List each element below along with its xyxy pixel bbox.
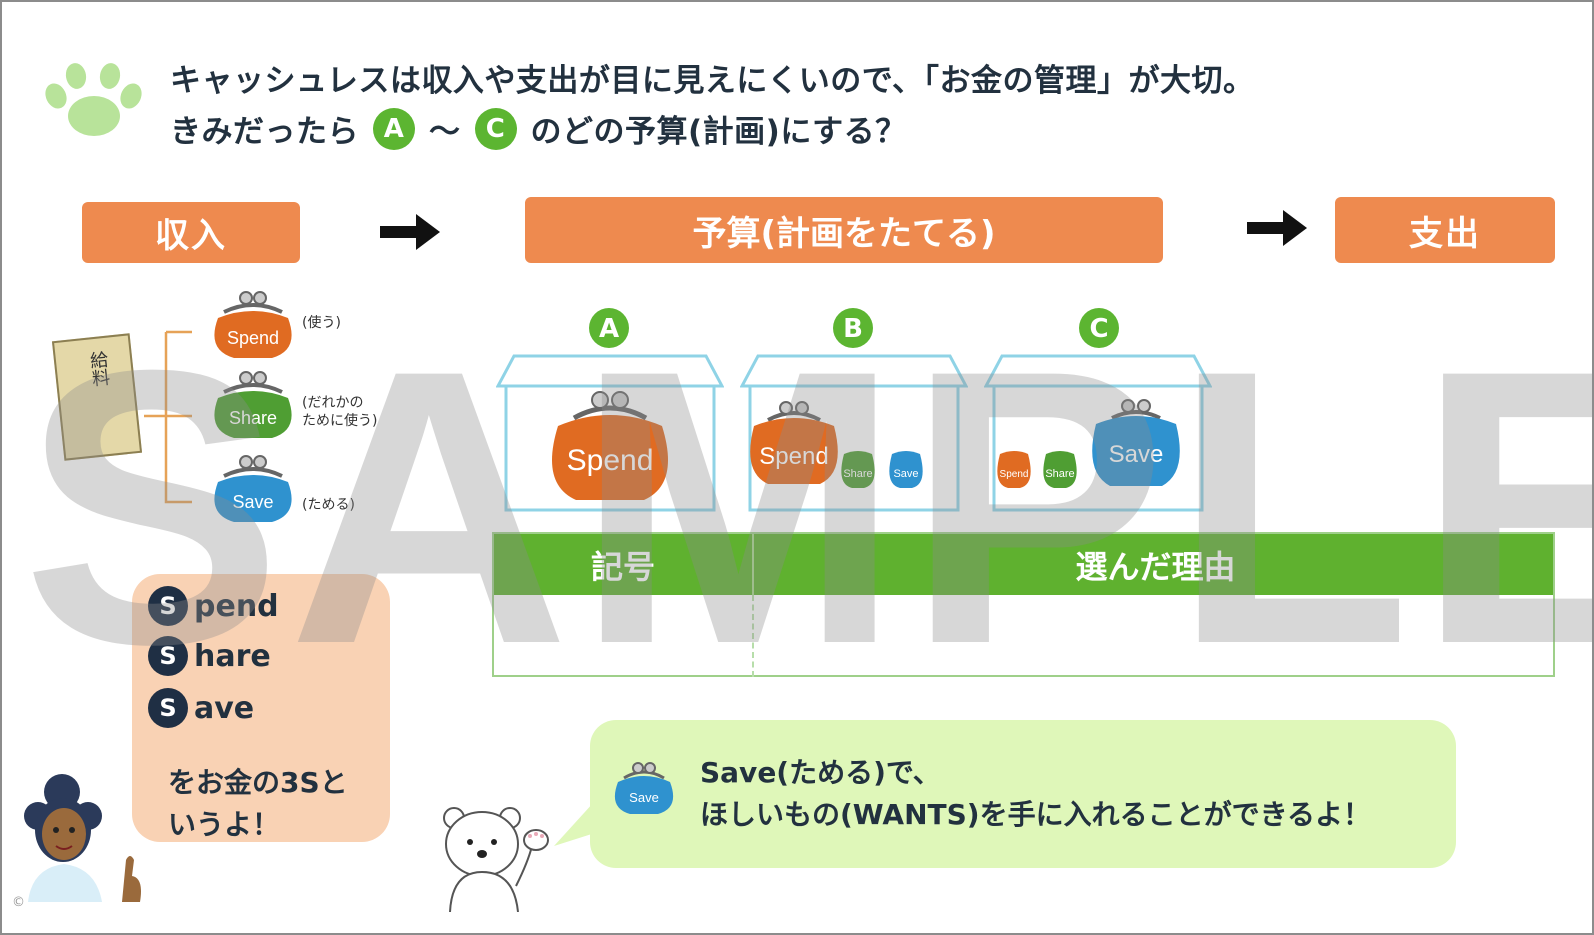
svg-text:Share: Share xyxy=(229,408,277,428)
save-note: (ためる) xyxy=(302,497,355,513)
svg-text:Save: Save xyxy=(1109,441,1164,468)
income-box: 収入 xyxy=(82,202,300,263)
s-badge: S xyxy=(148,636,188,676)
salary-envelope: 給料 xyxy=(51,333,143,461)
question-suffix: のどの予算(計画)にする？ xyxy=(530,114,907,150)
answer-table: 記号 選んだ理由 xyxy=(492,532,1555,677)
house-a: Spend xyxy=(496,354,724,512)
paw-icon xyxy=(45,63,142,136)
girl-illustration xyxy=(24,774,141,902)
question-line-1: キャッシュレスは収入や支出が目に見えにくいので、「お金の管理」が大切。 xyxy=(170,63,1255,99)
option-b-icon: B xyxy=(833,308,873,348)
spend-purse-icon: Spend xyxy=(214,291,292,358)
speech-tail xyxy=(554,802,598,846)
answer-symbol-cell[interactable] xyxy=(494,595,752,677)
share-purse-icon: Share xyxy=(214,371,292,438)
svg-text:B: B xyxy=(843,314,863,344)
three-s-caption-line1: をお金の3Sと xyxy=(168,766,348,799)
polar-bear-illustration xyxy=(443,807,549,912)
option-a-badge: A xyxy=(373,107,415,150)
save-message-line1: Save(ためる)で、 xyxy=(700,756,941,789)
question-prefix: きみだったら xyxy=(170,114,359,150)
answer-symbol-header: 記号 xyxy=(590,547,655,586)
three-s-row-save: S ave xyxy=(148,688,254,728)
svg-text:Share: Share xyxy=(1045,468,1074,480)
copyright-mark: © xyxy=(12,895,25,910)
save-purse-icon: Save xyxy=(614,762,674,814)
option-a-icon: A xyxy=(589,308,629,348)
salary-label: 給料 xyxy=(86,349,111,388)
arrow-right-icon xyxy=(380,214,440,250)
spending-box: 支出 xyxy=(1335,197,1555,263)
question-tilde: 〜 xyxy=(429,114,461,150)
option-c-icon: C xyxy=(1079,308,1119,348)
s-badge: S xyxy=(148,688,188,728)
three-s-caption-line2: いうよ！ xyxy=(168,808,281,841)
house-c: Spend Share Save xyxy=(984,354,1212,512)
svg-text:Spend: Spend xyxy=(759,443,828,470)
save-message-text: Save(ためる)で、 ほしいもの(WANTS)を手に入れることができるよ！ xyxy=(700,752,1371,836)
save-message-line2: ほしいもの(WANTS)を手に入れることができるよ！ xyxy=(700,798,1372,831)
answer-reason-header: 選んだ理由 xyxy=(752,534,1557,595)
three-s-row-share: S hare xyxy=(148,636,271,676)
answer-reason-cell[interactable] xyxy=(752,595,1555,677)
svg-text:Save: Save xyxy=(893,468,918,480)
share-note: (だれかの ために使う) xyxy=(302,395,378,429)
spend-note: (使う) xyxy=(302,315,341,331)
answer-table-header: 記号 選んだ理由 xyxy=(494,534,1553,595)
s-badge: S xyxy=(148,586,188,626)
three-s-caption: をお金の3Sと いうよ！ xyxy=(168,762,348,846)
svg-text:Save: Save xyxy=(232,492,273,512)
arrow-right-icon xyxy=(1247,210,1307,246)
svg-text:Spend: Spend xyxy=(1000,469,1029,480)
three-s-word-share: hare xyxy=(194,638,271,674)
save-message-bubble: Save Save(ためる)で、 ほしいもの(WANTS)を手に入れることができ… xyxy=(590,720,1456,868)
svg-text:A: A xyxy=(599,314,619,344)
budget-box: 予算(計画をたてる) xyxy=(525,197,1163,263)
option-c-badge: C xyxy=(474,107,517,150)
three-s-row-spend: S pend xyxy=(148,586,279,626)
three-s-word-spend: pend xyxy=(194,588,279,624)
svg-text:Spend: Spend xyxy=(227,328,279,348)
three-s-bubble: S pend S hare S ave をお金の3Sと いうよ！ xyxy=(132,574,390,842)
svg-text:C: C xyxy=(1089,314,1108,344)
save-purse-label: Save xyxy=(629,790,659,805)
house-b: Spend Share Save xyxy=(740,354,968,512)
three-s-word-save: ave xyxy=(194,690,255,726)
save-purse-icon: Save xyxy=(214,455,292,522)
svg-text:Spend: Spend xyxy=(567,444,654,477)
bracket-lines xyxy=(144,330,192,504)
svg-text:Share: Share xyxy=(843,468,872,480)
question-line-2: きみだったら A 〜 C のどの予算(計画)にする？ xyxy=(170,106,907,151)
